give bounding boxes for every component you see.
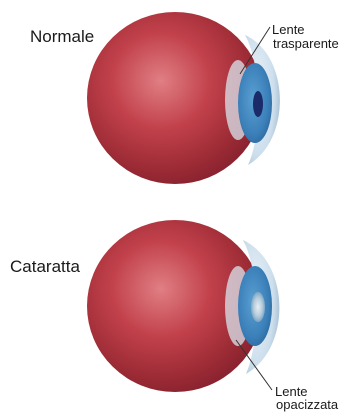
normal-pupil bbox=[253, 91, 263, 117]
normal-label: Normale bbox=[30, 27, 94, 47]
cataract-eye-illustration bbox=[87, 220, 279, 392]
clear-lens-label-line1: Lente bbox=[272, 23, 305, 37]
cataract-cloudy-pupil bbox=[251, 292, 265, 322]
normal-eye-illustration bbox=[87, 12, 280, 184]
clear-lens-label-line2: trasparente bbox=[273, 37, 339, 51]
opaque-lens-label-line2: opacizzata bbox=[276, 398, 338, 412]
cataract-label: Cataratta bbox=[10, 257, 80, 277]
